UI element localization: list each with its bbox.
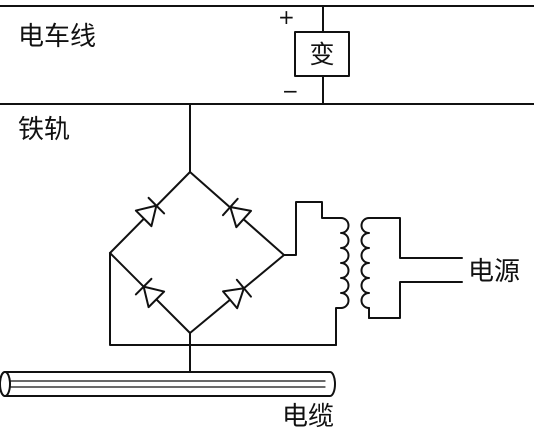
secondary-lead-top [283,201,342,256]
power-source-label: 电源 [468,257,520,287]
diode-lower-right [222,278,252,310]
diode-upper-right [221,197,253,229]
left-node-wire [109,252,337,346]
trolley-wire-label: 电车线 [18,22,96,52]
minus-sign: − [282,79,299,103]
diode-upper-left [134,196,166,228]
plus-sign: + [278,5,295,29]
transformer-primary-coil [340,217,350,309]
transformer-box-label: 变 [309,40,334,69]
cable-end-left [0,371,11,397]
diode-lower-left [134,277,166,309]
rail-label: 铁轨 [18,115,70,145]
source-lead-top [368,217,463,259]
transformer-secondary-coil [360,217,370,309]
source-lead-bottom [368,281,463,319]
cable-body [0,371,336,397]
cable-label: 电缆 [282,402,334,432]
secondary-lead-bottom [335,307,342,346]
